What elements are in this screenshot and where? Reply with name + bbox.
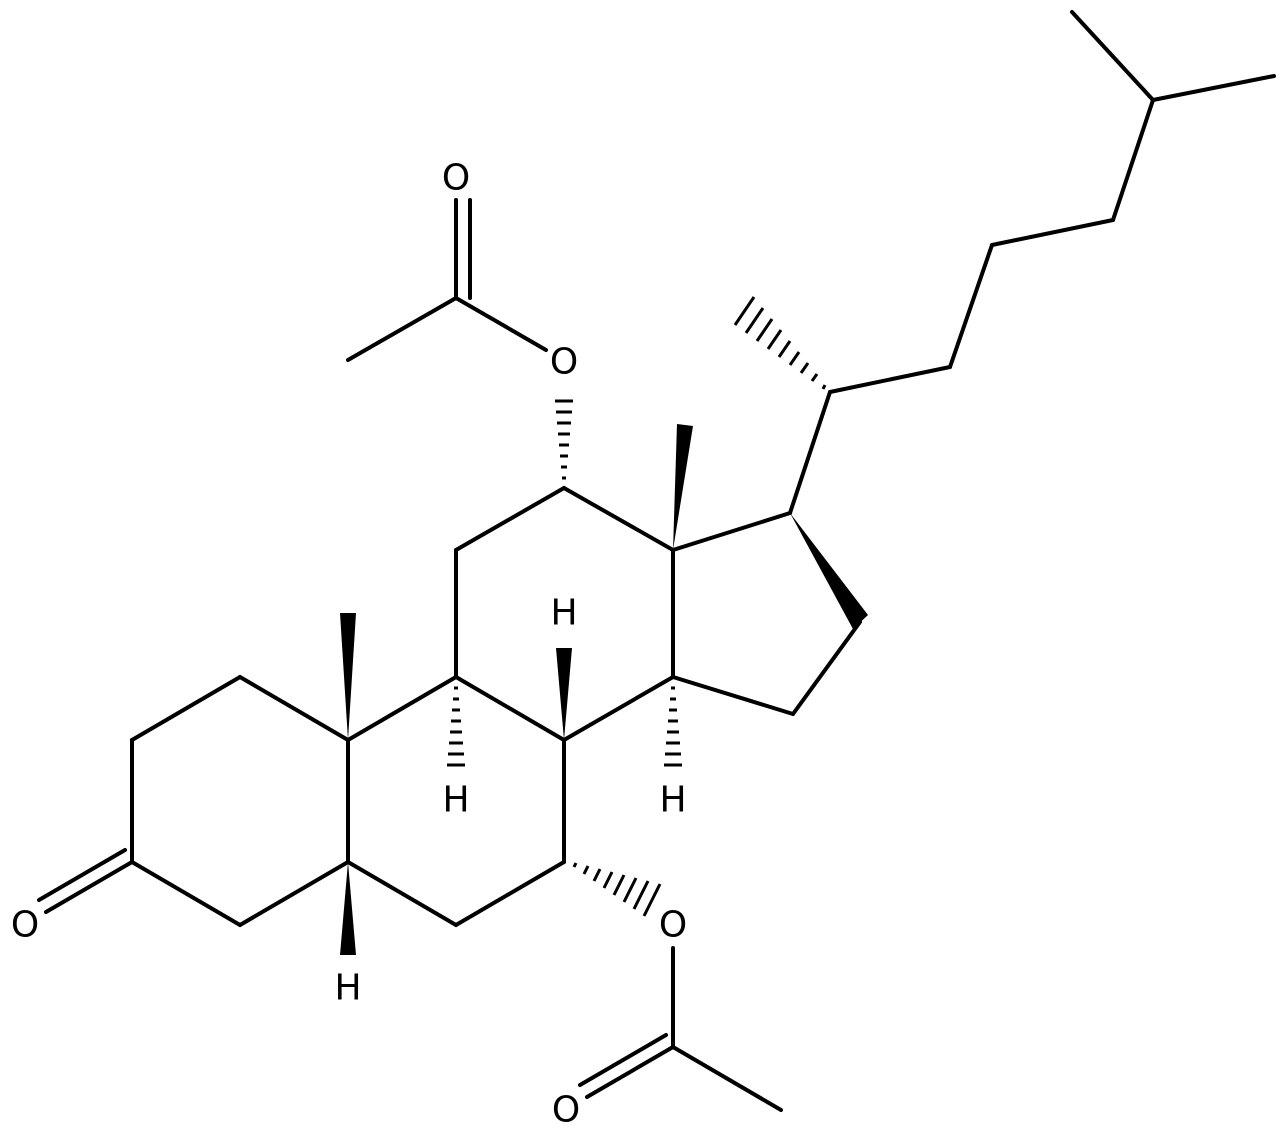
- atom-o-ester-c7: O: [659, 905, 687, 946]
- atom-h-c14: H: [659, 780, 686, 821]
- atom-h-c9: H: [442, 780, 469, 821]
- atom-o-carbonyl-c7: O: [552, 1090, 580, 1131]
- double-bonds: [37, 198, 675, 1099]
- wedge-bonds: [340, 424, 868, 955]
- atom-labels: O O O O O H H H H: [11, 158, 687, 1131]
- atom-o-carbonyl-c12: O: [442, 158, 470, 199]
- hash-c9-h: [447, 686, 465, 767]
- atom-h-c8: H: [550, 593, 577, 634]
- hash-bonds: [447, 296, 827, 917]
- skeleton-bonds: [130, 10, 1276, 1112]
- hash-c12-o: [555, 399, 573, 480]
- atom-o-ester-c12: O: [550, 342, 578, 383]
- hash-c14-h: [664, 686, 682, 767]
- atom-h-c5: H: [334, 968, 361, 1009]
- hash-c20-methyl: [733, 296, 827, 390]
- hash-c7-o: [572, 862, 662, 917]
- atom-o-ketone: O: [11, 905, 39, 946]
